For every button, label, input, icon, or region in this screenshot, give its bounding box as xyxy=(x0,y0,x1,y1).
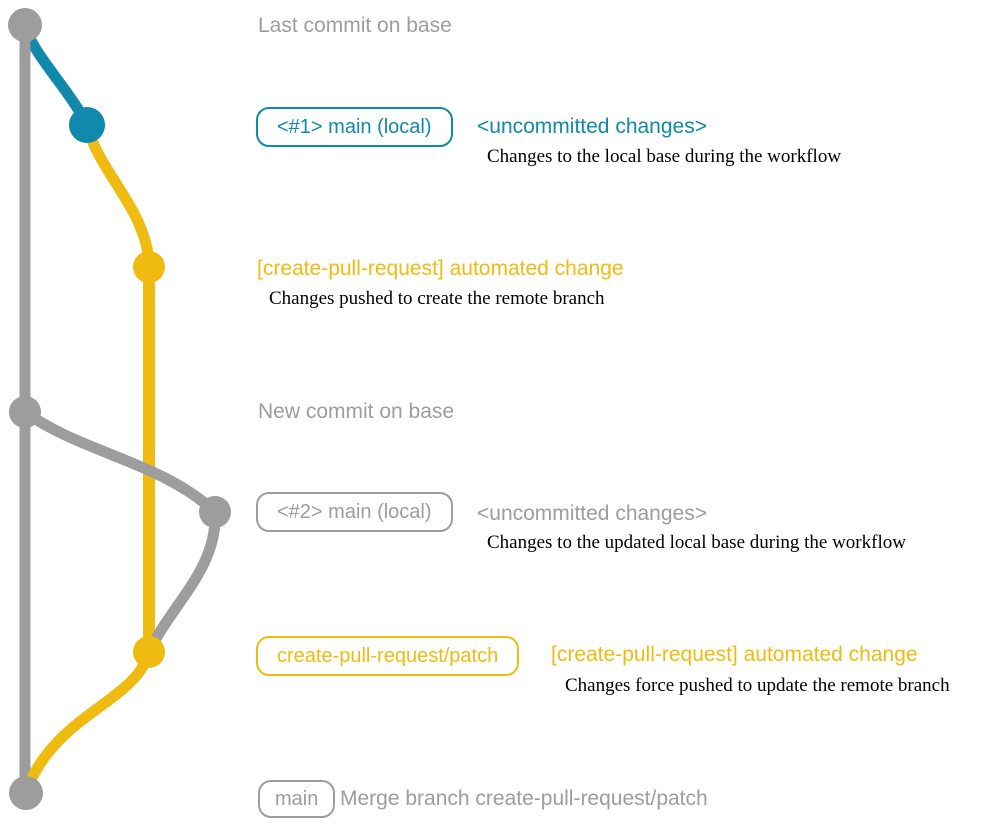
commit-dot-uncommitted-2 xyxy=(199,496,231,528)
branch-badge-patch: create-pull-request/patch xyxy=(256,636,520,676)
commit-dot-new-base xyxy=(9,396,41,428)
label-new-commit-on-base: New commit on base xyxy=(258,400,455,423)
label-merge-branch: Merge branch create-pull-request/patch xyxy=(340,787,708,810)
commit-dot-last-base xyxy=(8,8,42,42)
commit-message-automated-2: [create-pull-request] automated change xyxy=(551,643,918,666)
label-last-commit-on-base: Last commit on base xyxy=(258,14,452,37)
commit-dot-automated-2 xyxy=(133,636,165,668)
commit-message-uncommitted-2: <uncommitted changes> xyxy=(477,502,707,525)
commit-message-uncommitted-1: <uncommitted changes> xyxy=(477,115,707,138)
branch-badge-main-local-1: <#1> main (local) xyxy=(256,107,453,147)
commit-dot-uncommitted-1 xyxy=(69,107,105,143)
branch-badge-main-local-2: <#2> main (local) xyxy=(256,492,453,532)
edge-newbase-to-local2 xyxy=(19,406,221,518)
commit-message-automated-1: [create-pull-request] automated change xyxy=(257,257,624,280)
commit-dot-automated-1 xyxy=(133,251,165,283)
commit-description-updated-local-base: Changes to the updated local base during… xyxy=(487,532,906,553)
branch-badge-main: main xyxy=(258,780,336,818)
git-graph xyxy=(8,8,231,810)
edge-local2-to-patch xyxy=(144,506,221,656)
commit-description-local-base: Changes to the local base during the wor… xyxy=(487,146,842,167)
edge-local-to-patch xyxy=(81,119,155,273)
commit-description-pushed-create: Changes pushed to create the remote bran… xyxy=(269,288,605,309)
commit-description-force-pushed: Changes force pushed to update the remot… xyxy=(565,675,950,696)
edge-patch-to-merge xyxy=(21,646,155,795)
commit-dot-merge xyxy=(9,776,43,810)
